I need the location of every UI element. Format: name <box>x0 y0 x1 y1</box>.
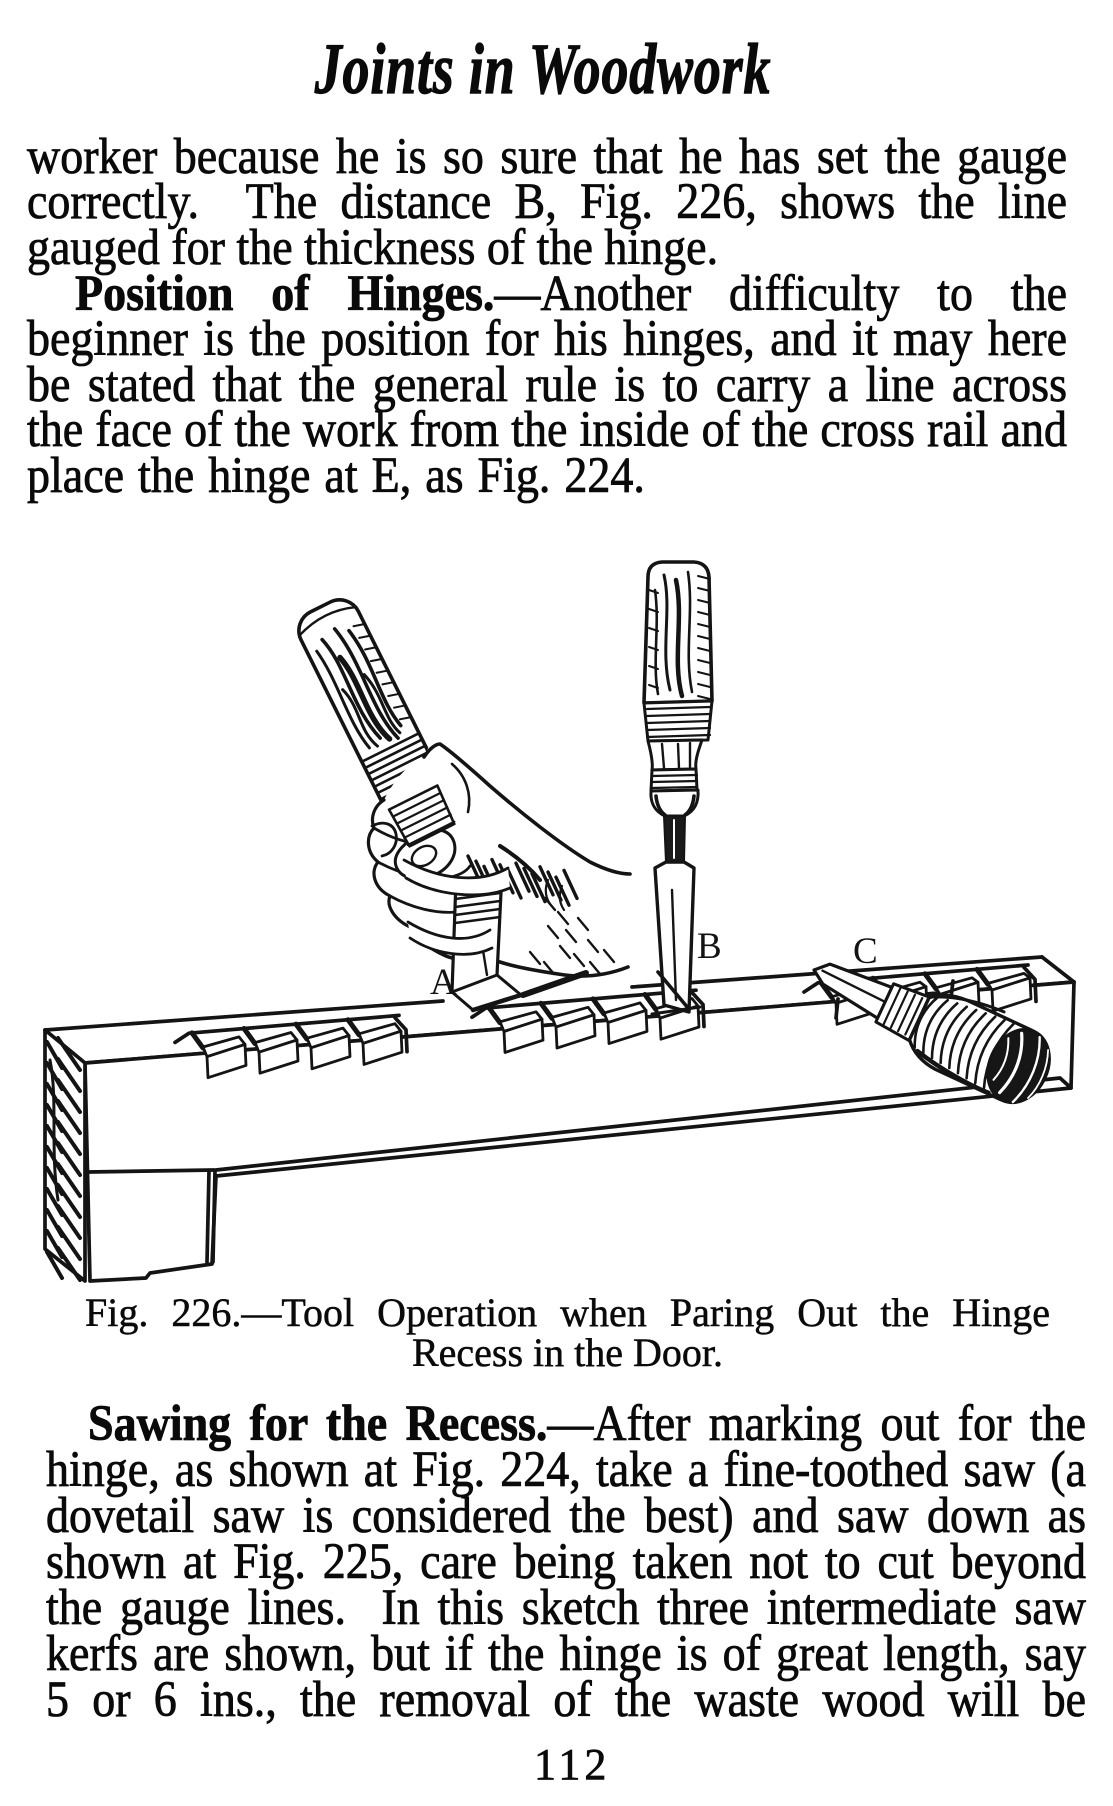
svg-text:C: C <box>853 931 878 972</box>
svg-text:A: A <box>430 962 457 1003</box>
svg-text:B: B <box>697 926 722 967</box>
